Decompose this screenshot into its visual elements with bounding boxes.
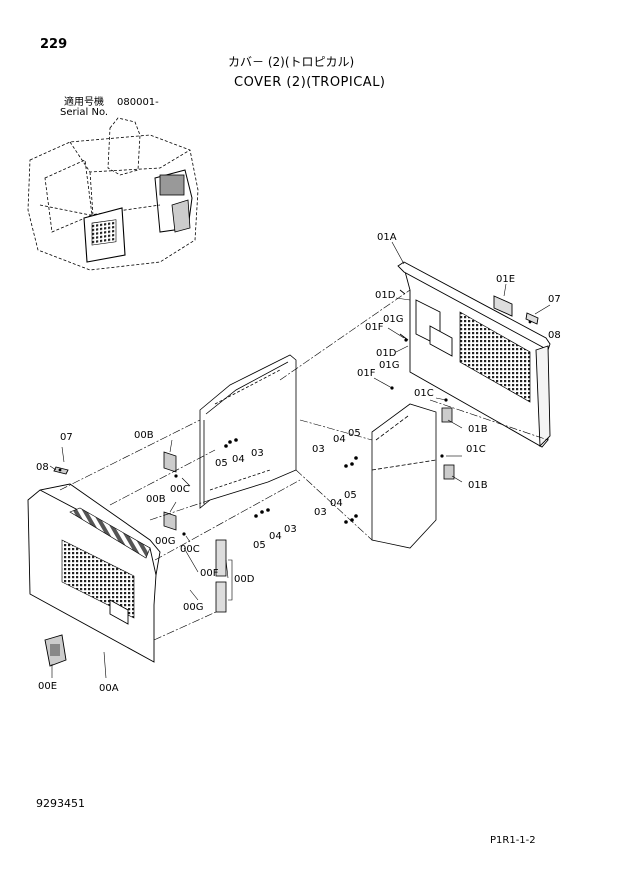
right-cover-01A <box>397 261 551 448</box>
document-number: 9293451 <box>36 797 85 810</box>
serial-label-japanese: 適用号機 <box>64 97 104 108</box>
callout-00C: 00C <box>170 484 190 495</box>
page-number: 229 <box>40 37 68 52</box>
callout-05: 05 <box>348 428 361 439</box>
page-reference: P1R1-1-2 <box>490 835 536 846</box>
callout-01G: 01G <box>383 314 403 325</box>
callout-05: 05 <box>215 458 228 469</box>
callout-04: 04 <box>232 454 245 465</box>
callout-00G: 00G <box>155 536 175 547</box>
callout-01B: 01B <box>468 424 488 435</box>
machine-overview <box>27 117 199 271</box>
left-cover-00A <box>27 466 161 667</box>
callout-04: 04 <box>333 434 346 445</box>
fasteners <box>58 320 532 536</box>
callout-00C: 00C <box>180 544 200 555</box>
callout-03: 03 <box>314 507 327 518</box>
callout-08: 08 <box>548 330 561 341</box>
callout-01E: 01E <box>496 274 515 285</box>
callout-01D: 01D <box>375 290 396 301</box>
callout-00G: 00G <box>183 602 203 613</box>
right-inner-panel <box>371 403 455 549</box>
callout-01C: 01C <box>466 444 486 455</box>
callout-00E: 00E <box>38 681 57 692</box>
serial-number-value: 080001- <box>117 97 159 108</box>
strip-00D <box>215 539 227 613</box>
callout-01D: 01D <box>376 348 397 359</box>
callout-00A: 00A <box>99 683 119 694</box>
left-inner-panel <box>199 354 297 509</box>
callout-00D: 00D <box>234 574 255 585</box>
page-title-japanese: カバ－ (2)(トロピカル) <box>228 55 355 69</box>
callout-01B: 01B <box>468 480 488 491</box>
callout-00B: 00B <box>134 430 154 441</box>
callout-03: 03 <box>284 524 297 535</box>
callout-01F: 01F <box>357 368 376 379</box>
serial-label: Serial No. <box>60 107 109 118</box>
leader-lines <box>49 241 551 679</box>
callout-04: 04 <box>330 498 343 509</box>
callout-01G: 01G <box>379 360 399 371</box>
callout-03: 03 <box>312 444 325 455</box>
callout-00F: 00F <box>200 568 219 579</box>
callout-00B: 00B <box>146 494 166 505</box>
bracket-00B <box>163 451 177 531</box>
callout-01A: 01A <box>377 232 397 243</box>
callout-01F: 01F <box>365 322 384 333</box>
page-title: COVER (2)(TROPICAL) <box>234 75 386 90</box>
callout-05: 05 <box>344 490 357 501</box>
callout-05: 05 <box>253 540 266 551</box>
callout-04: 04 <box>269 531 282 542</box>
callout-07: 07 <box>548 294 561 305</box>
callout-07: 07 <box>60 432 73 443</box>
callout-08: 08 <box>36 462 49 473</box>
callout-03: 03 <box>251 448 264 459</box>
callout-labels: 01A 01E 07 01D 08 01G 01F 01D 01G 01F 01… <box>36 232 561 694</box>
callout-01C: 01C <box>414 388 434 399</box>
callout-bracket-00D <box>228 559 233 601</box>
